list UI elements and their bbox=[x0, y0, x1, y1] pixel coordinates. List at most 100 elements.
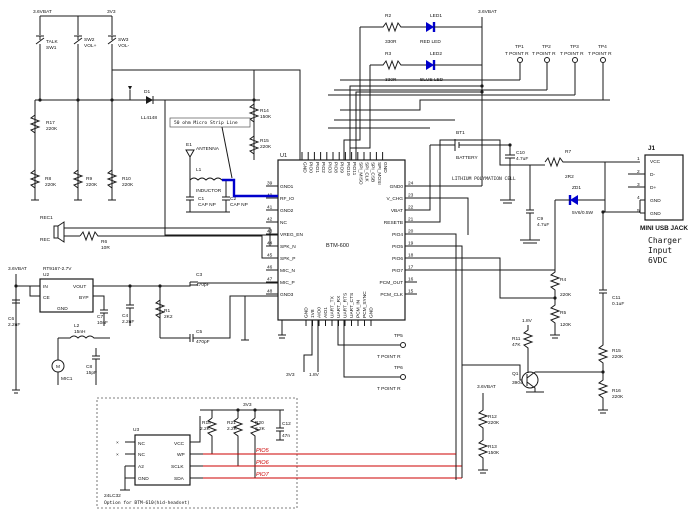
r1-value: 2K2 bbox=[164, 314, 173, 320]
svg-text:5: 5 bbox=[637, 208, 640, 214]
c2-label: C2 bbox=[230, 196, 236, 202]
svg-text:3: 3 bbox=[637, 182, 640, 188]
led1-name: RED LED bbox=[420, 39, 441, 45]
switch-section: 3.6VBAT 3V3 TALK SW1 SW2 VOL+ SW3 VOL- R… bbox=[29, 9, 301, 236]
u1-right-pin-name: VBAT bbox=[391, 208, 403, 214]
u1-top-pin-name: PIO8 bbox=[333, 162, 339, 173]
u3-nc1: NC bbox=[138, 441, 145, 447]
q1-label: Q1 bbox=[512, 371, 519, 377]
u1-left-pin-name: VREG_EN bbox=[280, 232, 303, 238]
u1-left-pin-name: GND1 bbox=[280, 184, 294, 190]
tp1-tpoint: T POINT R bbox=[505, 51, 529, 57]
r1-label: R1 bbox=[164, 308, 170, 314]
u1-right-pin-name: PCM_OUT bbox=[380, 280, 404, 286]
tp2-label: TP2 bbox=[542, 44, 551, 50]
c10-value: 4.7uF bbox=[516, 156, 528, 162]
u1-right-pin-name: PIO5 bbox=[392, 244, 403, 250]
c3-value: 470pF bbox=[196, 282, 210, 288]
r9-label: R9 bbox=[86, 176, 92, 182]
c12-label: C12 bbox=[282, 421, 291, 427]
volp-label: VOL+ bbox=[84, 43, 97, 49]
r15b-value: 220K bbox=[612, 354, 624, 360]
u1-top-pin-name: PIO9 bbox=[339, 162, 345, 173]
q1-value: 3904 bbox=[512, 380, 523, 386]
c9-value: 4.7uF bbox=[537, 222, 549, 228]
vbat-label-sw: 3.6VBAT bbox=[33, 9, 52, 15]
u3-a2: A2 bbox=[138, 464, 144, 470]
l2-label: L2 bbox=[74, 323, 80, 329]
c1-value: CAP NP bbox=[198, 202, 216, 208]
r9-value: 220K bbox=[86, 182, 98, 188]
r14-value: 150K bbox=[260, 114, 272, 120]
c8-label: C8 bbox=[86, 364, 92, 370]
tp6-label: TP6 bbox=[394, 365, 403, 371]
v3v3-label-bottom: 3V3 bbox=[286, 372, 295, 378]
u1-bottom-pin-name: AIO0 bbox=[317, 307, 323, 318]
inductor-label: INDUCTOR bbox=[196, 188, 222, 194]
svg-text:×: × bbox=[116, 440, 119, 446]
u2-label: U2 bbox=[43, 272, 49, 278]
tp3-tpoint: T POINT R bbox=[560, 51, 584, 57]
r21-value: 2.2K bbox=[227, 426, 238, 432]
u3-nc2: NC bbox=[138, 452, 145, 458]
u2-value: RT9167-2.7V bbox=[43, 266, 72, 272]
r7-label: R7 bbox=[565, 149, 571, 155]
usb-jack-title: MINI USB JACK bbox=[640, 225, 688, 232]
sw1-label: SW1 bbox=[46, 45, 57, 51]
c10-label: C10 bbox=[516, 150, 525, 156]
c7-value: 10nF bbox=[97, 320, 108, 326]
r5-value: 120K bbox=[560, 322, 572, 328]
d1-value: LL4148 bbox=[141, 115, 157, 121]
c11-label: C11 bbox=[612, 295, 621, 301]
usb-jack-section: J1 VCC D- D+ GND GND 12 34 5 MINI USB JA… bbox=[628, 145, 688, 265]
tp4-tpoint: T POINT R bbox=[588, 51, 612, 57]
charger-line3: 6VDC bbox=[648, 256, 667, 265]
testpoint-section: TP1 T POINT R TP2 T POINT R TP3 T POINT … bbox=[241, 44, 612, 392]
u1-module: U1 BTM-600 39GND140RF_IO41GND242NC43VREG… bbox=[266, 152, 417, 326]
u1-top-pin-name: PIO10 bbox=[345, 162, 351, 176]
r18-value: 2.2K bbox=[200, 426, 211, 432]
u1-right-pin-name: PIO6 bbox=[392, 256, 403, 262]
j1-gnd1: GND bbox=[650, 198, 661, 204]
u1-left-pin-name: NC bbox=[280, 220, 287, 226]
u1-bottom-pin-name: 1V8 bbox=[310, 309, 316, 318]
u1-bottom-pin-name: PCM_SYNC bbox=[362, 291, 368, 318]
r21-label: R21 bbox=[227, 420, 236, 426]
charger-line2: Input bbox=[648, 246, 672, 255]
l2-value: 15nH bbox=[74, 329, 86, 335]
u3-sda: SDA bbox=[174, 476, 185, 482]
bt1-label: BT1 bbox=[456, 130, 465, 136]
led1-label: LED1 bbox=[430, 13, 442, 19]
r7-value: 2R2 bbox=[565, 174, 574, 180]
tp6-tpoint: T POINT R bbox=[377, 386, 401, 392]
u1-top-pin-name: SPI_CSB bbox=[370, 162, 376, 182]
r4-value: 220K bbox=[560, 292, 572, 298]
v1v8-label-bottom: 1.8V bbox=[309, 372, 320, 378]
u1-left-pin-name: SPK_N bbox=[280, 244, 296, 250]
u3-gnd: GND bbox=[138, 476, 149, 482]
u1-right-pin-number: 20 bbox=[408, 229, 414, 235]
j1-dm: D- bbox=[650, 172, 655, 178]
r2-value: 330R bbox=[385, 39, 397, 45]
pio7-netlabel: PIO7 bbox=[256, 472, 270, 478]
u3-option: Option for BTM-610(hid-headset) bbox=[104, 500, 190, 506]
u1-top-pin-name: PIO0 bbox=[308, 162, 314, 173]
u2-ce: CE bbox=[43, 295, 50, 301]
v1v8-label-q1: 1.8V bbox=[522, 318, 533, 324]
antenna-label: ANTENNA bbox=[196, 146, 220, 152]
u1-top-pin-name: SPI_CLK bbox=[364, 162, 370, 183]
battery-section: BT1 BATTERY LITHIUM POLYMATION CELL C10 … bbox=[405, 130, 640, 244]
r15-label: R15 bbox=[260, 138, 269, 144]
r16-value: 220K bbox=[612, 394, 624, 400]
e1-label: E1 bbox=[186, 142, 192, 148]
charger-line1: Charger bbox=[648, 236, 682, 245]
r4-label: R4 bbox=[560, 277, 566, 283]
u1-left-pin-name: GND2 bbox=[280, 208, 294, 214]
u1-right-pin-number: 16 bbox=[408, 277, 414, 283]
rec-label: REC bbox=[40, 237, 51, 243]
c3-label: C3 bbox=[196, 272, 202, 278]
u1-right-pin-number: 21 bbox=[408, 217, 414, 223]
v3v3-label-u3: 3V3 bbox=[243, 402, 252, 408]
l1-label: L1 bbox=[196, 167, 202, 173]
vbat-label-r12: 3.6VBAT bbox=[477, 384, 496, 390]
